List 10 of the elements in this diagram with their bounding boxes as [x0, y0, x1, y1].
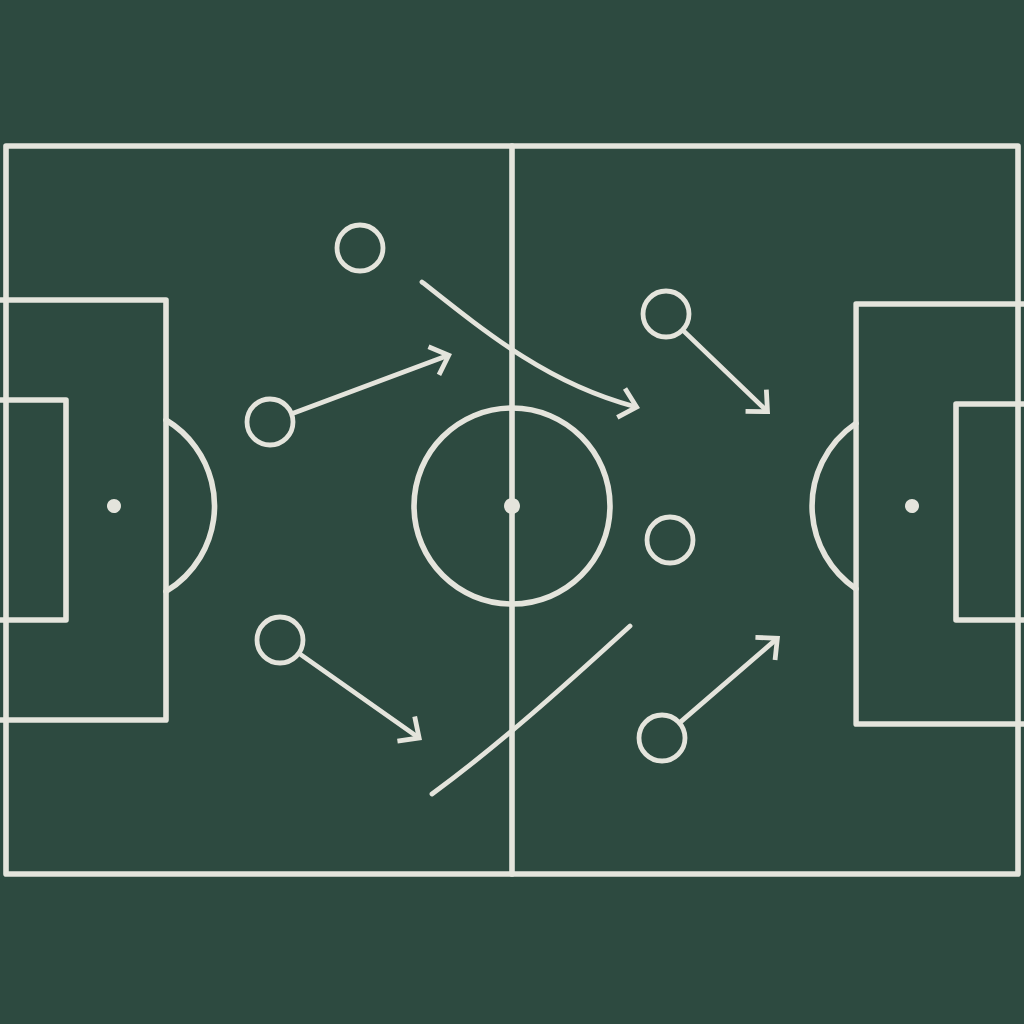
player-circle — [244, 396, 296, 448]
arrow — [298, 652, 422, 744]
player-circle — [640, 288, 692, 340]
player-circle — [254, 614, 306, 666]
arrow — [681, 329, 770, 414]
arrow — [291, 344, 452, 416]
player-circle — [334, 222, 386, 274]
arrow — [678, 635, 780, 724]
player-circle — [644, 514, 696, 566]
player-circle — [636, 712, 688, 764]
